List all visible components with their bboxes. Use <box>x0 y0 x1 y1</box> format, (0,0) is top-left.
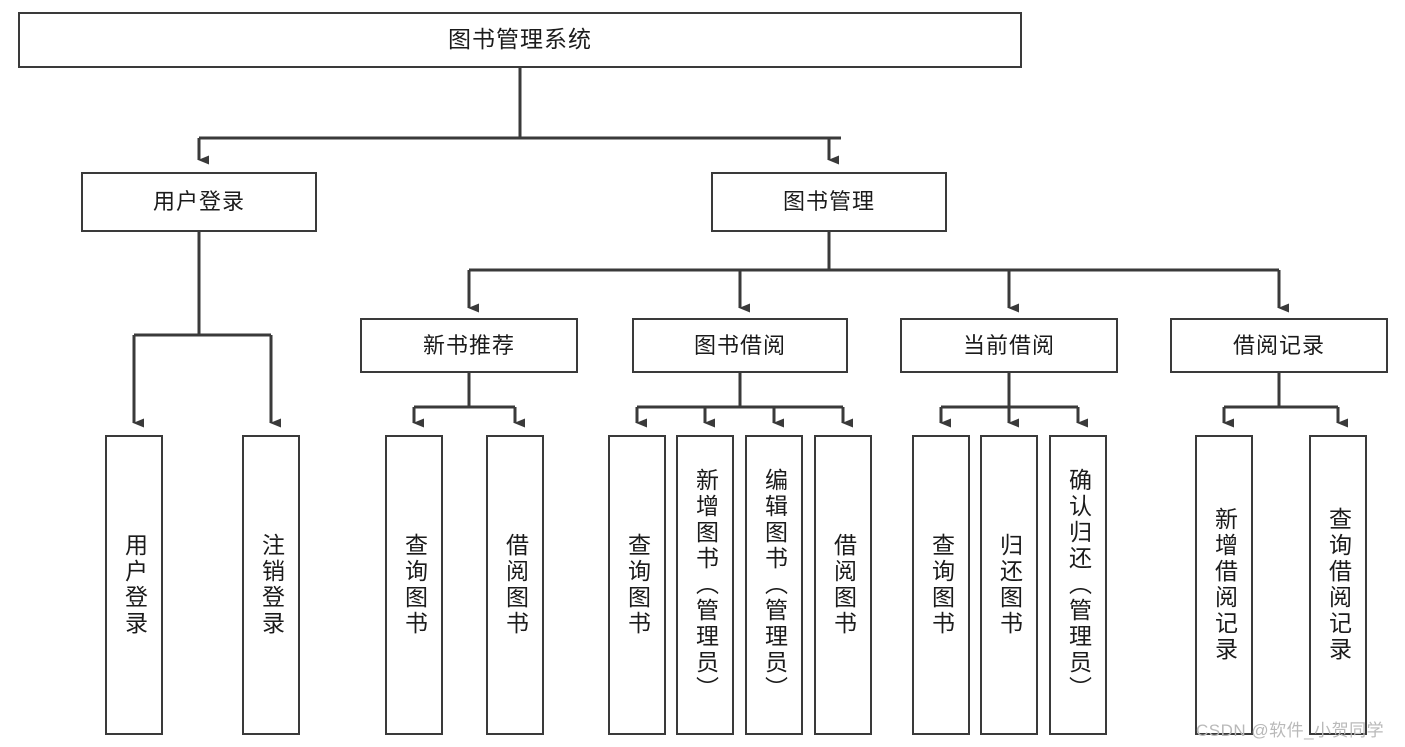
node-new-book-recommend-label: 新书推荐 <box>422 332 515 358</box>
node-new-book-recommend[interactable]: 新书推荐 <box>360 318 578 373</box>
node-borrow-record-label: 借阅记录 <box>1232 332 1325 358</box>
node-leaf-query-book-2-label: 查询图书 <box>624 533 651 637</box>
node-leaf-query-book-1[interactable]: 查询图书 <box>385 435 443 735</box>
node-leaf-return-book[interactable]: 归还图书 <box>980 435 1038 735</box>
node-leaf-add-book-label: 新增图书（管理员） <box>692 468 719 702</box>
node-user-login[interactable]: 用户登录 <box>81 172 317 232</box>
node-leaf-user-login[interactable]: 用户登录 <box>105 435 163 735</box>
node-leaf-user-login-label: 用户登录 <box>121 533 148 637</box>
node-leaf-query-book-2[interactable]: 查询图书 <box>608 435 666 735</box>
node-book-borrow[interactable]: 图书借阅 <box>632 318 848 373</box>
watermark-csdn: CSDN @软件_小贺同学 <box>1196 721 1385 740</box>
node-current-borrow-label: 当前借阅 <box>962 332 1055 358</box>
node-leaf-confirm-return[interactable]: 确认归还（管理员） <box>1049 435 1107 735</box>
node-leaf-add-record-label: 新增借阅记录 <box>1211 507 1238 663</box>
node-book-management-label: 图书管理 <box>782 189 875 215</box>
node-user-login-label: 用户登录 <box>152 189 245 215</box>
node-leaf-logout-login[interactable]: 注销登录 <box>242 435 300 735</box>
node-leaf-logout-login-label: 注销登录 <box>258 533 285 637</box>
node-leaf-return-book-label: 归还图书 <box>996 533 1023 637</box>
node-book-management[interactable]: 图书管理 <box>711 172 947 232</box>
node-root-system[interactable]: 图书管理系统 <box>18 12 1022 68</box>
node-root-system-label: 图书管理系统 <box>448 26 592 53</box>
node-leaf-add-record[interactable]: 新增借阅记录 <box>1195 435 1253 735</box>
node-leaf-query-book-3-label: 查询图书 <box>928 533 955 637</box>
node-leaf-borrow-book-2-label: 借阅图书 <box>830 533 857 637</box>
node-leaf-query-record-label: 查询借阅记录 <box>1325 507 1352 663</box>
node-book-borrow-label: 图书借阅 <box>693 332 786 358</box>
node-leaf-borrow-book-1-label: 借阅图书 <box>502 533 529 637</box>
node-leaf-query-book-1-label: 查询图书 <box>401 533 428 637</box>
node-leaf-add-book[interactable]: 新增图书（管理员） <box>676 435 734 735</box>
node-leaf-query-book-3[interactable]: 查询图书 <box>912 435 970 735</box>
node-leaf-edit-book-label: 编辑图书（管理员） <box>761 468 788 702</box>
node-leaf-confirm-return-label: 确认归还（管理员） <box>1065 468 1092 702</box>
node-leaf-query-record[interactable]: 查询借阅记录 <box>1309 435 1367 735</box>
node-leaf-borrow-book-1[interactable]: 借阅图书 <box>486 435 544 735</box>
node-leaf-edit-book[interactable]: 编辑图书（管理员） <box>745 435 803 735</box>
node-leaf-borrow-book-2[interactable]: 借阅图书 <box>814 435 872 735</box>
node-borrow-record[interactable]: 借阅记录 <box>1170 318 1388 373</box>
node-current-borrow[interactable]: 当前借阅 <box>900 318 1118 373</box>
